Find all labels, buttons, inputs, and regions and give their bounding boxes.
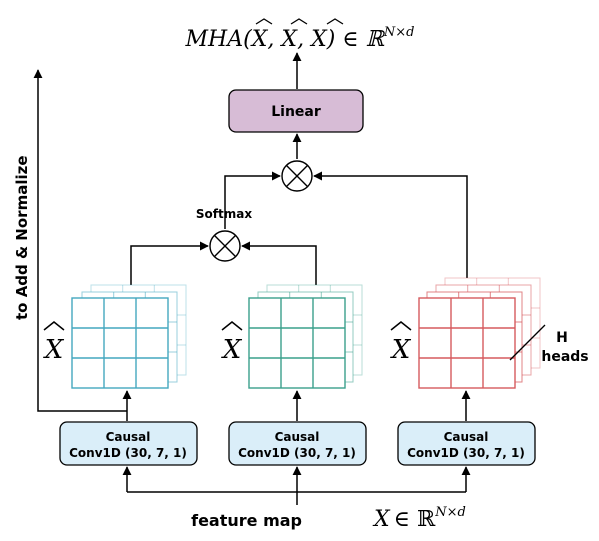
softmax-label: Softmax bbox=[196, 207, 252, 221]
svg-text:Causal: Causal bbox=[275, 430, 320, 444]
arrow-residual bbox=[33, 69, 127, 412]
hat-icon bbox=[326, 18, 344, 25]
svg-text:X: X bbox=[221, 335, 243, 365]
heads-indicator-line bbox=[509, 324, 546, 361]
svg-text:Causal: Causal bbox=[444, 430, 489, 444]
input-formula: X∈ ℝN×d bbox=[372, 505, 466, 532]
linear-label: Linear bbox=[271, 104, 321, 120]
svg-text:X: X bbox=[390, 335, 412, 365]
hat-icon bbox=[255, 18, 273, 25]
svg-text:Conv1D (30, 7, 1): Conv1D (30, 7, 1) bbox=[238, 446, 356, 460]
output-formula: MHA(X, X, X) ∈ ℝN×d bbox=[185, 25, 415, 52]
xhat-query: X bbox=[43, 321, 65, 365]
heads-label-heads: heads bbox=[541, 349, 588, 365]
side-label: to Add & Normalize bbox=[13, 155, 31, 320]
xhat-key: X bbox=[221, 321, 243, 365]
key-grid-stack bbox=[248, 284, 363, 389]
input-label: feature map bbox=[191, 511, 302, 530]
arrow-key-to-mult bbox=[241, 241, 317, 287]
hat-icon bbox=[290, 18, 308, 25]
query-grid-stack bbox=[71, 284, 187, 389]
arrow-value-to-mult bbox=[313, 171, 468, 285]
multiply-node-bottom bbox=[209, 230, 241, 262]
conv-block-query: Causal Conv1D (30, 7, 1) bbox=[59, 421, 198, 466]
multiply-node-top bbox=[281, 160, 313, 192]
value-grid-stack bbox=[418, 277, 541, 389]
heads-label-h: H bbox=[556, 330, 568, 346]
svg-text:Conv1D (30, 7, 1): Conv1D (30, 7, 1) bbox=[407, 446, 525, 460]
svg-text:Causal: Causal bbox=[106, 430, 151, 444]
arrow-softmax-to-mult bbox=[224, 171, 281, 229]
conv-block-value: Causal Conv1D (30, 7, 1) bbox=[397, 421, 536, 466]
svg-text:Conv1D (30, 7, 1): Conv1D (30, 7, 1) bbox=[69, 446, 187, 460]
xhat-value: X bbox=[390, 321, 412, 365]
svg-text:X: X bbox=[43, 335, 65, 365]
conv-block-key: Causal Conv1D (30, 7, 1) bbox=[228, 421, 367, 466]
linear-block: Linear bbox=[228, 89, 364, 133]
arrow-query-to-mult bbox=[130, 241, 209, 287]
